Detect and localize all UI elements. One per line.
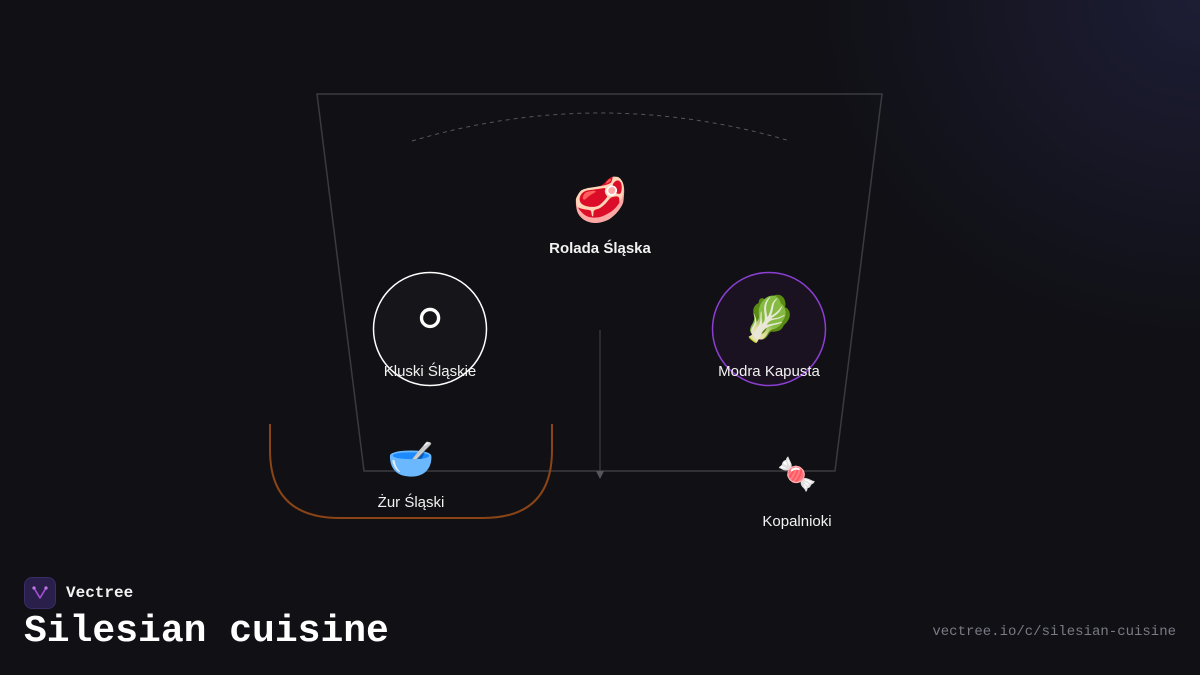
page-url[interactable]: vectree.io/c/silesian-cuisine: [932, 624, 1176, 640]
page-title: Silesian cuisine: [24, 610, 389, 653]
brand: Vectree: [24, 577, 133, 609]
node-label-kluski: Kluski Śląskie: [383, 363, 477, 380]
trapezoid-frame: [316, 93, 883, 472]
brand-name: Vectree: [66, 584, 134, 602]
center-arrow-head: [596, 471, 604, 479]
vectree-logo-icon: [24, 577, 56, 609]
candy-icon: 🍬: [777, 455, 817, 493]
top-dashed-arc: [411, 112, 791, 142]
zur-bowl-arc: [269, 424, 553, 519]
dumpling-icon: ⚪: [411, 294, 449, 345]
node-label-modra: Modra Kapusta: [718, 363, 820, 380]
node-label-kopalnioki: Kopalnioki: [762, 513, 832, 530]
kluski-ring: [372, 271, 488, 387]
node-label-rolada: Rolada Śląska: [549, 240, 651, 257]
meat-icon: 🥩: [572, 175, 628, 226]
cabbage-icon: 🥬: [741, 294, 797, 345]
soup-bowl-icon: 🥣: [387, 437, 435, 481]
node-label-zur: Żur Śląski: [377, 494, 445, 511]
modra-ring: [711, 271, 827, 387]
